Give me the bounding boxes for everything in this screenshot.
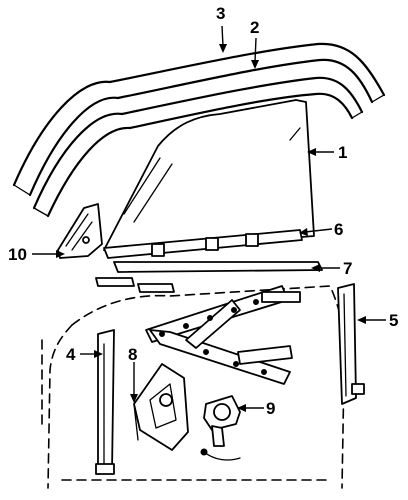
- callout-8: 8: [128, 345, 137, 364]
- roof-rail-weatherstrip-outer: [12, 42, 386, 197]
- callout-1: 1: [338, 143, 347, 162]
- door-window-glass: [103, 99, 315, 253]
- callout-6: 6: [334, 220, 343, 239]
- callout-4: 4: [66, 345, 76, 364]
- roof-rail-weatherstrip-inner: [32, 76, 364, 218]
- glass-run-channel: [103, 229, 303, 259]
- rear-run-channel: [337, 283, 365, 405]
- front-run-channel: [95, 329, 115, 475]
- callout-2: 2: [250, 18, 259, 37]
- belt-weatherstrip: [95, 261, 323, 293]
- callout-9: 9: [266, 399, 275, 418]
- callout-5: 5: [389, 311, 398, 330]
- window-regulator: [145, 285, 301, 385]
- callout-10: 10: [8, 245, 27, 264]
- regulator-motor: [200, 395, 241, 461]
- callout-7: 7: [343, 259, 352, 278]
- callout-3: 3: [216, 4, 225, 23]
- regulator-sector-plate: [133, 363, 189, 451]
- corner-bracket: [57, 203, 103, 259]
- leader-lines: [32, 25, 386, 412]
